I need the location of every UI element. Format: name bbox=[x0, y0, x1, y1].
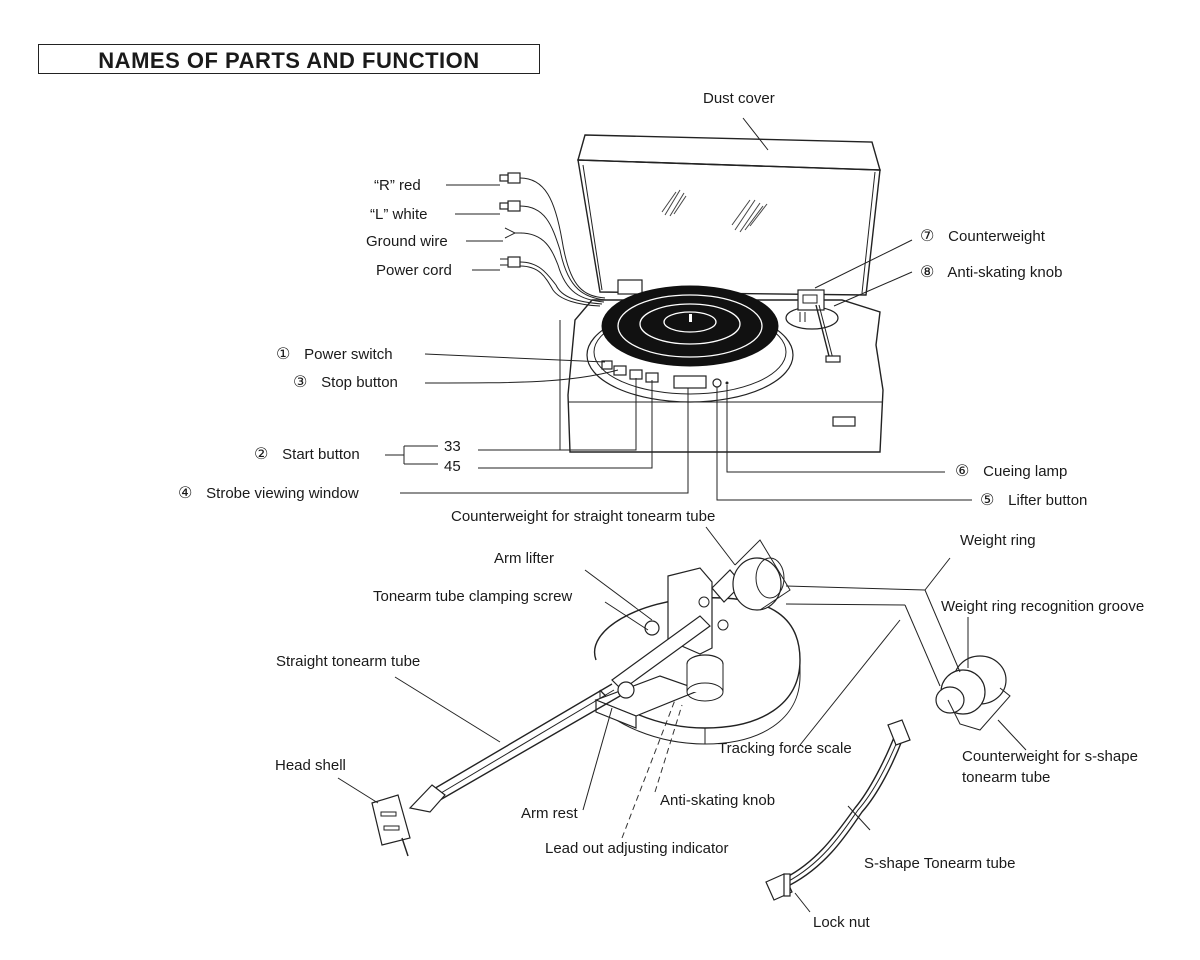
label-counterweight-straight: Counterweight for straight tonearm tube bbox=[451, 508, 716, 525]
label-start-button: ② Start button bbox=[254, 446, 360, 464]
number-4: ④ bbox=[178, 485, 193, 502]
label-stop-button: ③ Stop button bbox=[293, 374, 398, 392]
plinth-drawing bbox=[567, 299, 884, 453]
upper-leader-lines bbox=[385, 117, 972, 501]
label-anti-skating-knob-upper-text: Anti-skating knob bbox=[947, 264, 1063, 281]
label-lead-out-indicator: Lead out adjusting indicator bbox=[545, 840, 729, 857]
label-weight-ring: Weight ring bbox=[960, 532, 1036, 549]
label-lifter-button-text: Lifter button bbox=[1008, 492, 1088, 509]
label-head-shell: Head shell bbox=[275, 757, 346, 774]
cables-drawing bbox=[499, 172, 607, 307]
number-2: ② bbox=[254, 446, 269, 463]
label-stop-button-text: Stop button bbox=[321, 374, 398, 391]
label-dust-cover: Dust cover bbox=[703, 90, 775, 107]
label-counterweight-s-line1: Counterweight for s-shape bbox=[962, 748, 1138, 765]
label-counterweight: ⑦ Counterweight bbox=[920, 228, 1045, 246]
label-s-shape-tube: S-shape Tonearm tube bbox=[864, 855, 1016, 872]
number-1: ① bbox=[276, 346, 291, 363]
label-anti-skating-knob-upper: ⑧ Anti-skating knob bbox=[920, 264, 1062, 282]
label-lock-nut: Lock nut bbox=[813, 914, 870, 931]
label-counterweight-text: Counterweight bbox=[948, 228, 1045, 245]
label-arm-lifter: Arm lifter bbox=[494, 550, 554, 567]
turntable-tonearm-drawing bbox=[785, 289, 841, 363]
label-r-red: “R” red bbox=[374, 177, 421, 194]
number-7: ⑦ bbox=[920, 228, 935, 245]
s-shape-tube-drawing bbox=[765, 719, 911, 901]
label-recognition-groove: Weight ring recognition groove bbox=[941, 598, 1145, 615]
section-title-box: NAMES OF PARTS AND FUNCTION bbox=[38, 44, 540, 74]
label-power-switch-text: Power switch bbox=[304, 346, 393, 363]
label-strobe-window-text: Strobe viewing window bbox=[206, 485, 359, 502]
label-start-button-text: Start button bbox=[282, 446, 360, 463]
lower-leader-lines bbox=[337, 526, 1027, 913]
number-6: ⑥ bbox=[955, 463, 970, 480]
number-5: ⑤ bbox=[980, 492, 995, 509]
platter-drawing bbox=[586, 285, 794, 403]
section-title: NAMES OF PARTS AND FUNCTION bbox=[98, 48, 480, 73]
label-straight-tube: Straight tonearm tube bbox=[276, 653, 421, 670]
label-power-cord: Power cord bbox=[376, 262, 452, 279]
label-counterweight-s-line2: tonearm tube bbox=[962, 769, 1051, 786]
label-tracking-force-scale: Tracking force scale bbox=[718, 740, 852, 757]
label-l-white: “L” white bbox=[370, 206, 428, 223]
speed-33: 33 bbox=[444, 438, 461, 455]
label-clamping-screw: Tonearm tube clamping screw bbox=[373, 588, 573, 605]
number-3: ③ bbox=[293, 374, 308, 391]
label-power-switch: ① Power switch bbox=[276, 346, 393, 364]
label-anti-skating-knob-lower: Anti-skating knob bbox=[660, 792, 776, 809]
dust-cover-drawing bbox=[577, 134, 881, 296]
tonearm-assembly-drawing bbox=[371, 539, 801, 857]
speed-45: 45 bbox=[444, 458, 461, 475]
label-lifter-button: ⑤ Lifter button bbox=[980, 492, 1087, 510]
label-arm-rest: Arm rest bbox=[521, 805, 578, 822]
label-ground-wire: Ground wire bbox=[366, 233, 448, 250]
label-cueing-lamp-text: Cueing lamp bbox=[983, 463, 1068, 480]
number-8: ⑧ bbox=[920, 264, 935, 281]
label-strobe-window: ④ Strobe viewing window bbox=[178, 485, 359, 503]
label-cueing-lamp: ⑥ Cueing lamp bbox=[955, 463, 1067, 481]
s-counterweight-drawing bbox=[935, 655, 1011, 731]
